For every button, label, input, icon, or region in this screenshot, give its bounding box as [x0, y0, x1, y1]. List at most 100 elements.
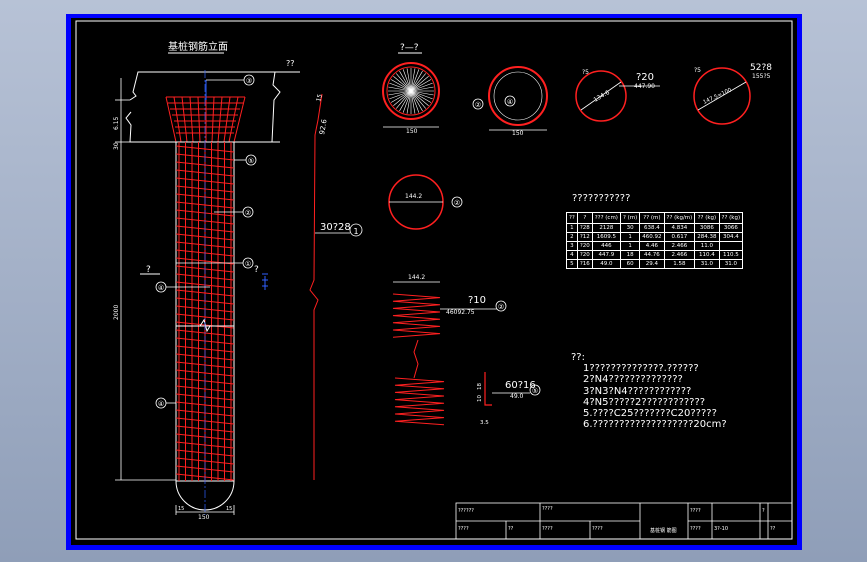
elevation-view: 基桩钢筋立面 ??: [113, 40, 300, 521]
spiral-detail: 144.2 ?10 46092.75 ②: [392, 274, 507, 426]
table-cell: 60: [619, 259, 641, 269]
svg-text:??: ??: [286, 59, 295, 68]
table-cell: 1.58: [663, 259, 696, 269]
svg-text:④: ④: [158, 400, 164, 408]
table-header-cell: ?: [576, 212, 593, 224]
table-cell: [718, 241, 744, 251]
svg-text:3?-10: 3?-10: [714, 526, 728, 532]
note-line: 3?N3?N4????????????: [583, 385, 692, 397]
table-cell: 5: [566, 259, 578, 269]
svg-text:?: ?: [254, 265, 259, 275]
svg-text:②: ②: [245, 209, 251, 217]
table-cell: 110.4: [694, 250, 720, 260]
svg-text:④: ④: [507, 98, 513, 106]
table-cell: 2.466: [663, 250, 696, 260]
svg-text:18: 18: [477, 383, 483, 390]
note-line: 2?N4??????????????: [583, 374, 683, 386]
bar-5-detail: 18 10 3.5 60?16 49.0 ⑤: [477, 372, 541, 426]
table-header-cell: ??: [566, 212, 578, 224]
table-cell: 304.4: [718, 232, 744, 242]
svg-text:?—?: ?—?: [400, 43, 419, 53]
table-cell: 284.38: [694, 232, 720, 242]
svg-text:?: ?: [146, 265, 151, 275]
table-cell: 1: [566, 223, 578, 233]
svg-text:155?5: 155?5: [752, 73, 771, 80]
table-cell: 4.834: [663, 223, 696, 233]
table-cell: 49.0: [591, 259, 621, 269]
svg-text:②: ②: [475, 101, 481, 109]
svg-text:10: 10: [477, 395, 483, 402]
table-cell: 18: [619, 250, 641, 260]
svg-text:④: ④: [158, 284, 164, 292]
svg-text:?20: ?20: [636, 72, 654, 83]
table-cell: 447.9: [591, 250, 621, 260]
table-cell: 446: [591, 241, 621, 251]
svg-text:?10: ?10: [468, 295, 486, 306]
table-cell: ?12: [576, 232, 593, 242]
title-block: [455, 502, 793, 540]
svg-text:150: 150: [512, 130, 524, 137]
sheet-border: [75, 20, 793, 540]
table-header-cell: ?? (kg/m): [663, 212, 696, 224]
svg-text:147.5=100: 147.5=100: [702, 87, 733, 106]
svg-text:15: 15: [315, 93, 324, 102]
svg-text:②: ②: [454, 199, 460, 207]
table-cell: 1609.5: [591, 232, 621, 242]
table-cell: 110.5: [718, 250, 744, 260]
svg-text:③: ③: [246, 77, 252, 85]
svg-text:?5: ?5: [582, 69, 589, 76]
svg-text:?5: ?5: [694, 67, 701, 74]
table-cell: 4: [566, 250, 578, 260]
svg-text:基桩钢 筋图: 基桩钢 筋图: [650, 527, 677, 534]
svg-text:15: 15: [178, 506, 184, 512]
svg-text:60?16: 60?16: [505, 380, 536, 391]
svg-text:①: ①: [245, 260, 251, 268]
table-cell: 31.0: [718, 259, 744, 269]
note-line: 4?N5?????2????????????: [583, 396, 706, 408]
svg-text:????: ????: [458, 526, 469, 532]
table-title: ???????????: [572, 193, 631, 204]
svg-text:⑤: ⑤: [248, 157, 254, 165]
svg-text:????: ????: [542, 506, 553, 512]
table-cell: ?16: [576, 259, 593, 269]
table-header-cell: ??? (cm): [591, 212, 621, 224]
svg-text:150: 150: [406, 128, 418, 135]
bar-1-detail: 15 92.6 30?28 1: [309, 93, 363, 480]
table-cell: 30: [619, 223, 641, 233]
svg-text:????: ????: [592, 526, 603, 532]
svg-text:30: 30: [113, 142, 120, 150]
svg-text:????: ????: [542, 526, 553, 532]
drawing-sheet[interactable]: 基桩钢筋立面 ??: [71, 18, 797, 545]
table-header-cell: ?? (kg): [694, 212, 720, 224]
cross-section: ?—? 150: [382, 43, 440, 135]
table-cell: 638.4: [639, 223, 665, 233]
svg-text:46092.75: 46092.75: [446, 309, 475, 316]
svg-text:144.2: 144.2: [405, 193, 422, 200]
table-cell: 3: [566, 241, 578, 251]
elevation-title: 基桩钢筋立面: [168, 40, 228, 53]
note-line: 1??????????????.??????: [583, 363, 699, 375]
notes: ??: 1??????????????.?????? 2?N4?????????…: [571, 352, 727, 430]
svg-text:134.6: 134.6: [593, 89, 612, 104]
svg-text:49.0: 49.0: [510, 393, 524, 400]
svg-text:????: ????: [690, 526, 701, 532]
table-cell: 44.76: [639, 250, 665, 260]
svg-text:6.15: 6.15: [113, 116, 120, 130]
table-cell: 11.0: [694, 241, 720, 251]
table-header-cell: ? (m): [619, 212, 641, 224]
note-line: 5.????C25???????C20?????: [583, 408, 717, 420]
rebar-schedule-table: ?????? (cm)? (m)?? (m)?? (kg/m)?? (kg)??…: [566, 212, 744, 269]
table-cell: 31.0: [694, 259, 720, 269]
bar-3-hoop: 134.6 ?5 ?20 447.90: [575, 69, 660, 122]
bar-2-hoop: ② ④ 150: [472, 66, 548, 137]
table-cell: 2: [566, 232, 578, 242]
table-cell: ?20: [576, 241, 593, 251]
table-cell: 3086: [694, 223, 720, 233]
svg-text:2000: 2000: [113, 305, 120, 320]
svg-text:??: ??: [508, 526, 514, 532]
svg-text:?: ?: [762, 508, 765, 514]
